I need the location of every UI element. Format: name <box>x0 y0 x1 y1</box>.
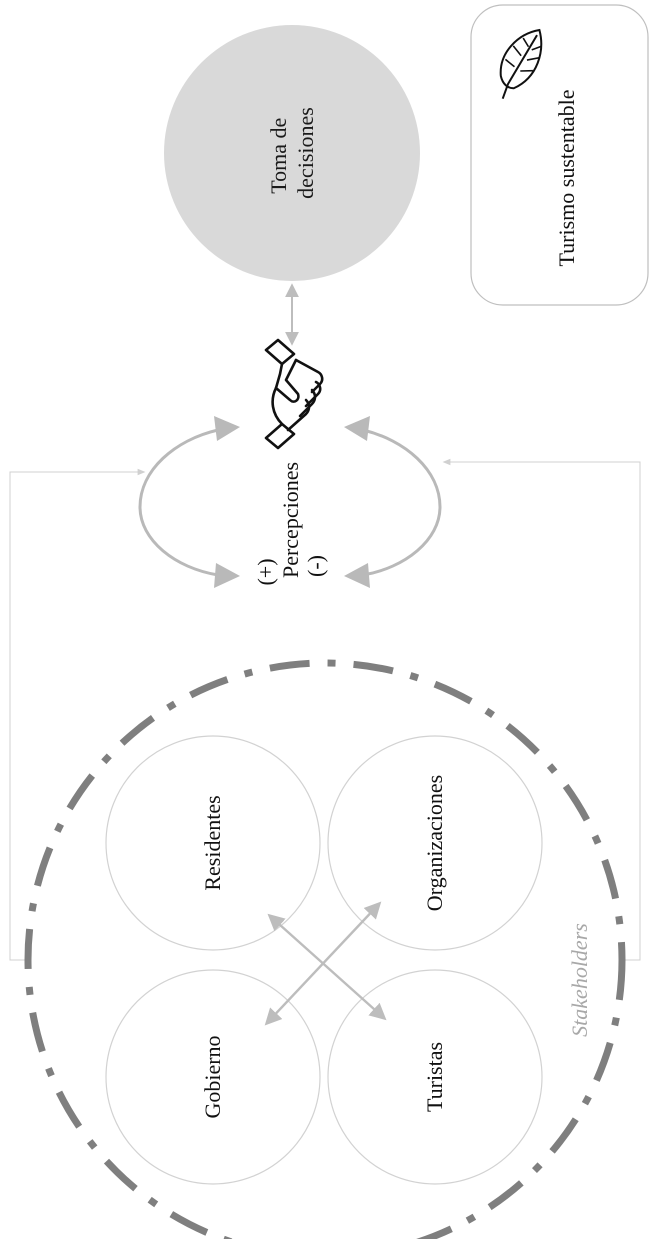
perceptions-cycle <box>138 416 442 588</box>
tourists-label: Turistas <box>422 1042 447 1112</box>
feedback-line-right <box>442 458 641 961</box>
decision-circle <box>164 25 420 281</box>
decision-label-line2: decisiones <box>293 107 318 199</box>
organizations-circle <box>327 735 543 951</box>
cycle-arrowhead-left-bottom <box>214 563 240 588</box>
stakeholder-residents: Residentes <box>105 735 321 951</box>
handshake-icon <box>264 338 324 450</box>
negative-sign: (-) <box>303 555 328 577</box>
stakeholders-label: Stakeholders <box>567 923 592 1037</box>
positive-sign: (+) <box>253 558 278 585</box>
sustainable-tourism-label: Turismo sustentable <box>554 89 579 266</box>
stakeholder-tourists: Turistas <box>327 969 543 1185</box>
cross-arrow-organizations-government <box>264 901 382 1026</box>
feedback-line-left <box>9 468 146 961</box>
organizations-label: Organizaciones <box>422 775 447 911</box>
cycle-arrowhead-left-top <box>214 416 240 441</box>
residents-label: Residentes <box>200 795 225 890</box>
cycle-arrow-right <box>362 428 442 577</box>
decision-label: Toma de decisiones <box>266 107 318 199</box>
decision-node: Toma de decisiones <box>164 25 420 281</box>
stakeholder-government: Gobierno <box>105 969 321 1185</box>
cycle-arrowhead-right-bottom <box>344 563 370 588</box>
cycle-arrowhead-right-top <box>344 416 370 441</box>
tourists-circle <box>327 969 543 1185</box>
government-label: Gobierno <box>200 1035 225 1118</box>
government-circle <box>105 969 321 1185</box>
decision-label-line1: Toma de <box>266 118 291 194</box>
stakeholder-organizations: Organizaciones <box>327 735 543 951</box>
stakeholders-boundary <box>24 659 626 1239</box>
sustainable-tourism-box: Turismo sustentable <box>470 4 649 306</box>
residents-circle <box>105 735 321 951</box>
leaf-icon <box>499 28 543 100</box>
sustainable-tourism-frame <box>470 4 649 306</box>
perceptions-label: Percepciones <box>278 462 303 578</box>
cycle-arrow-left <box>138 428 219 577</box>
